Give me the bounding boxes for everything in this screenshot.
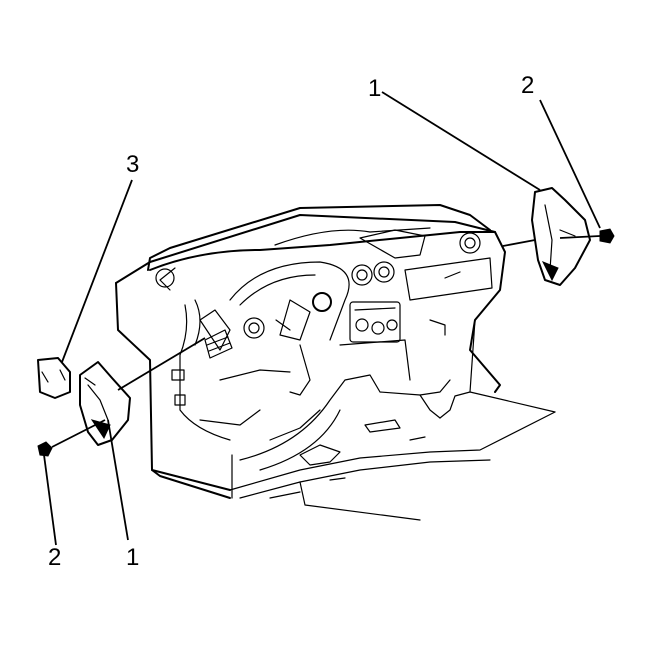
steering-column-area — [199, 261, 350, 396]
left-fastener — [37, 441, 53, 457]
right-fastener-attach-line — [559, 235, 601, 239]
left-closeout-panel — [37, 357, 71, 399]
callout-right-fastener: 2 — [521, 72, 535, 99]
right-panel-attach-line — [502, 239, 536, 247]
callout-left-fastener: 2 — [48, 544, 62, 571]
left-panel-attach-line — [117, 337, 206, 391]
callout-leaders — [43, 91, 601, 546]
left-end-trim-panel — [79, 361, 131, 446]
cab-body-shell — [115, 214, 556, 521]
right-end-trim-panel — [531, 187, 591, 286]
floor-tunnel — [199, 374, 451, 499]
glove-box — [404, 257, 493, 336]
callout-left-closeout: 3 — [126, 151, 140, 178]
left-harness — [171, 299, 291, 441]
centre-stack — [339, 301, 411, 381]
callout-left-panel: 1 — [126, 544, 140, 571]
right-fastener — [599, 228, 615, 244]
left-fastener-attach-line — [51, 419, 106, 448]
callout-right-panel: 1 — [368, 75, 382, 102]
instrument-panel-top — [147, 204, 496, 339]
